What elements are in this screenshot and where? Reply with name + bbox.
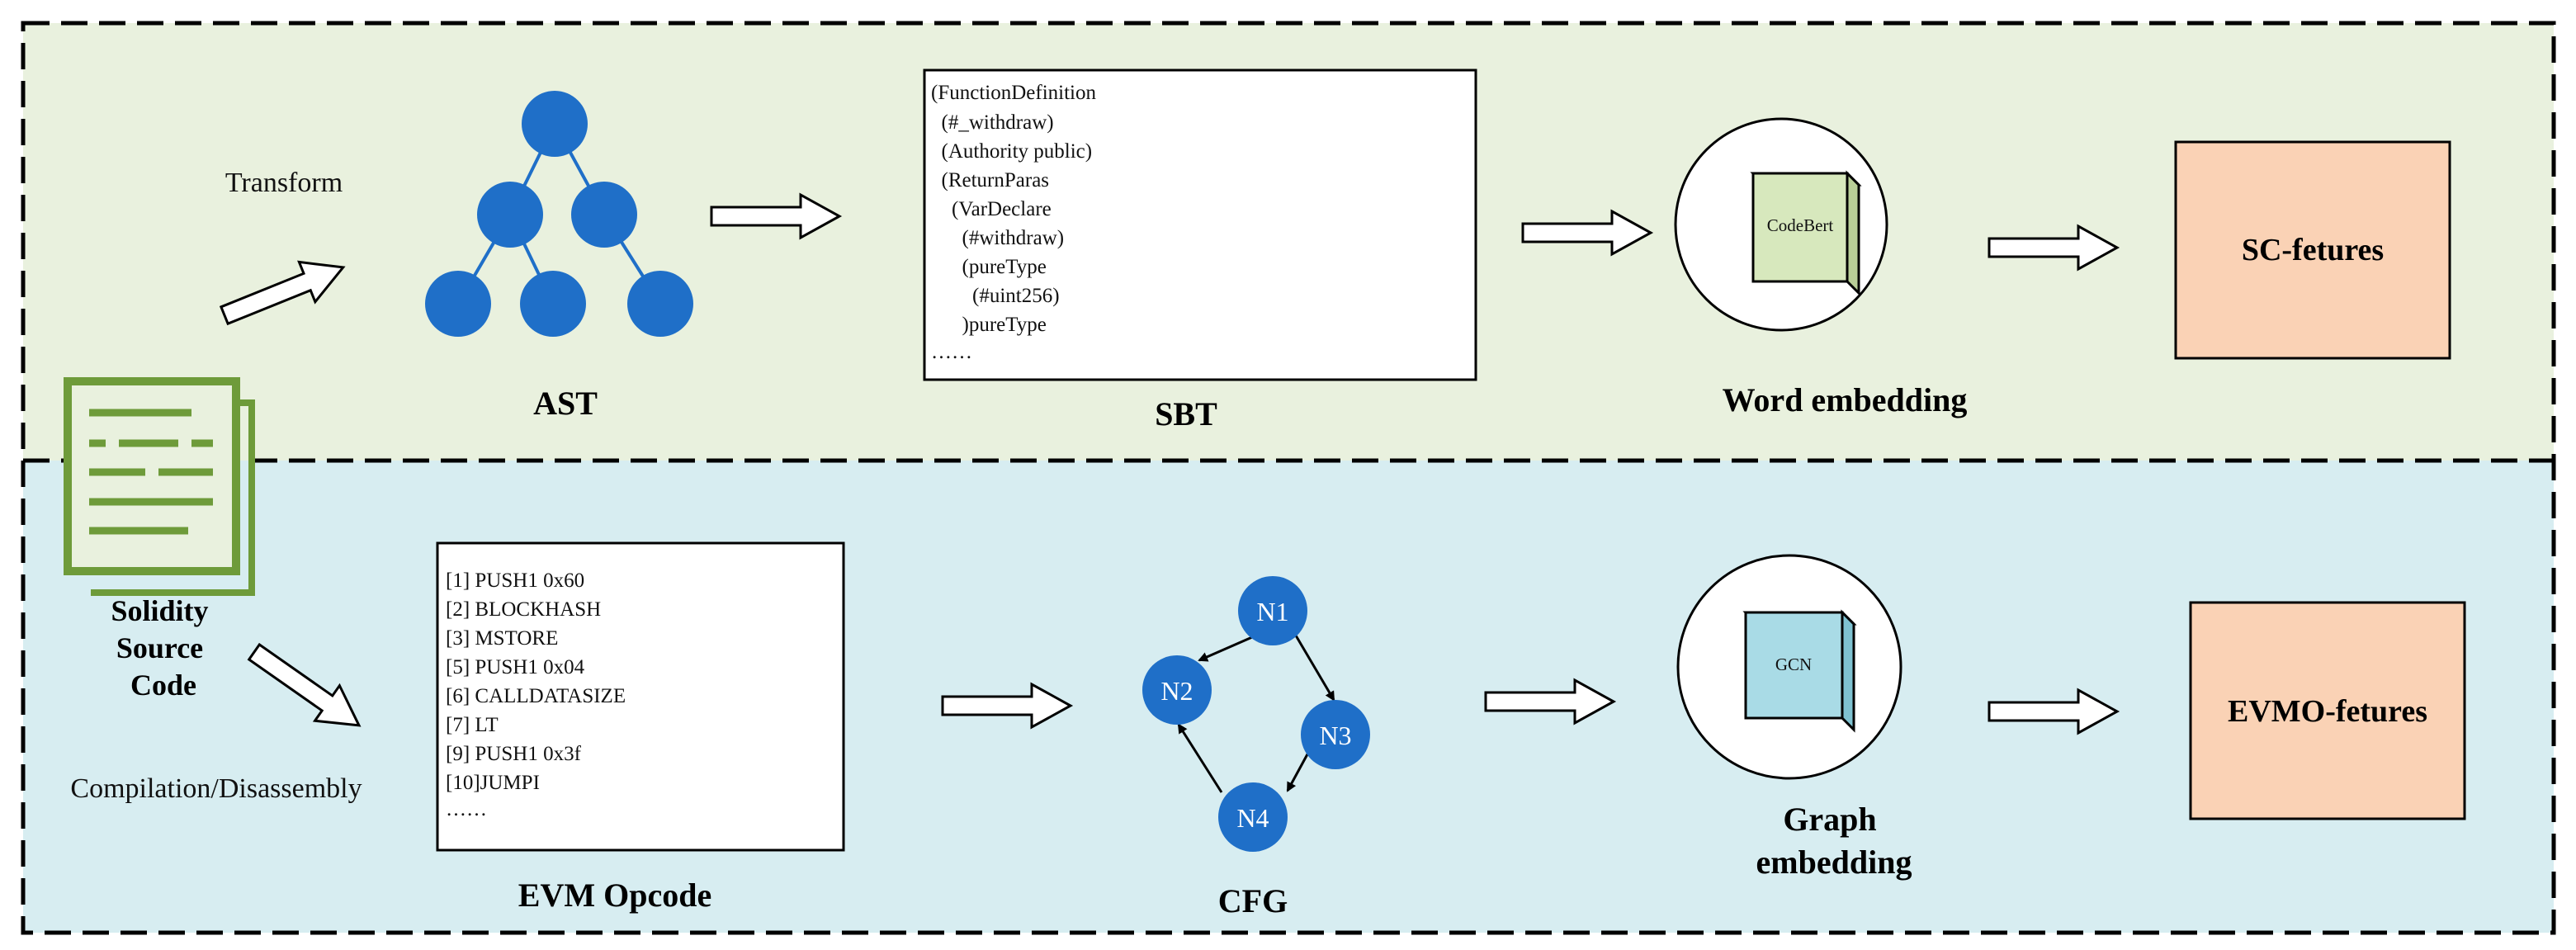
cfg-node-n4 <box>1218 782 1288 852</box>
sbt-line: (#withdraw) <box>931 227 1064 249</box>
ast-label: AST <box>533 385 598 422</box>
sc-features-label: SC-fetures <box>2242 233 2384 267</box>
gcn-cube <box>1742 609 1857 733</box>
gcn-label: GCN <box>1775 655 1812 674</box>
sbt-line: …… <box>931 341 972 363</box>
opcode-line: [7] LT <box>446 714 498 736</box>
sbt-line: (VarDeclare <box>931 198 1052 220</box>
sbt-code: (FunctionDefinition (#_withdraw) (Author… <box>0 0 1122 363</box>
cfg-node-n3 <box>1301 700 1370 769</box>
sbt-box <box>923 69 1477 381</box>
sbt-line: (pureType <box>931 256 1047 278</box>
sbt-line: (FunctionDefinition <box>931 82 1096 104</box>
sbt-line: (#uint256) <box>931 285 1060 307</box>
cfg-node-n1 <box>1238 576 1307 645</box>
opcode-line: [2] BLOCKHASH <box>446 598 601 621</box>
opcode-line: [3] MSTORE <box>446 627 558 650</box>
evmo-features-label: EVMO-fetures <box>2228 694 2427 729</box>
compilation-label: Compilation/Disassembly <box>70 773 362 804</box>
cfg-node-label: N1 <box>1256 597 1288 626</box>
outer-dashed-border <box>21 21 2556 935</box>
opcode-line: [9] PUSH1 0x3f <box>446 743 582 765</box>
transform-label: Transform <box>225 168 343 198</box>
cfg-node-label: N2 <box>1160 676 1193 706</box>
ast-node <box>627 271 693 337</box>
opcode-box <box>436 541 845 852</box>
sbt-label: SBT <box>1155 395 1217 432</box>
opcode-line: …… <box>446 798 487 820</box>
opcode-line: [6] CALLDATASIZE <box>446 685 626 707</box>
document-icon <box>64 377 255 596</box>
sbt-line: (#_withdraw) <box>931 111 1054 134</box>
word-embedding-label: Word embedding <box>1723 381 1968 418</box>
ast-node <box>477 182 543 248</box>
opcode-label: EVM Opcode <box>518 877 711 914</box>
graph-embedding-label: Graph embedding <box>1756 801 1912 881</box>
evmo-features-box <box>2189 601 2466 820</box>
cfg-node-n2 <box>1142 655 1212 725</box>
cfg-label: CFG <box>1218 882 1288 919</box>
codebert-label: CodeBert <box>1767 215 1834 235</box>
ast-tree <box>425 91 693 337</box>
sbt-line: (Authority public) <box>931 140 1092 163</box>
cfg-node-label: N3 <box>1319 721 1351 750</box>
source-code-label: Solidity Source Code <box>111 594 215 702</box>
codebert-cube <box>1750 170 1862 296</box>
sbt-line: (ReturnParas <box>931 169 1049 191</box>
ast-node <box>571 182 637 248</box>
opcode-line: [10]JUMPI <box>446 772 540 794</box>
sbt-line: )pureType <box>931 314 1047 336</box>
bottom-panel <box>23 461 2554 933</box>
ast-node <box>522 91 588 157</box>
ast-node <box>425 271 491 337</box>
ast-node <box>520 271 586 337</box>
sc-features-box <box>2174 140 2451 360</box>
cfg-graph: N1 N2 N3 N4 <box>1142 576 1370 852</box>
opcode-line: [1] PUSH1 0x60 <box>446 570 584 592</box>
opcode-code: [1] PUSH1 0x60 [2] BLOCKHASH [3] MSTORE … <box>446 570 631 820</box>
opcode-line: [5] PUSH1 0x04 <box>446 656 585 678</box>
cfg-node-label: N4 <box>1236 803 1269 833</box>
